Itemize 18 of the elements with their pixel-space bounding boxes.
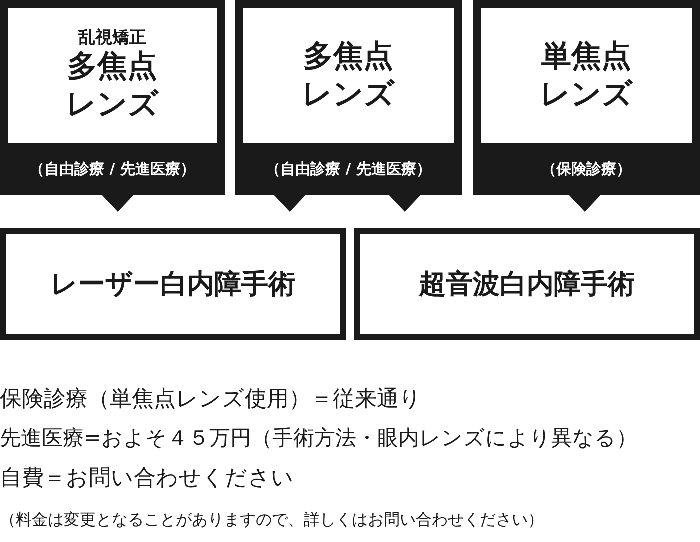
surgery-title: 超音波白内障手術	[419, 268, 635, 302]
care-type-label: （保険診療）	[542, 160, 632, 178]
note-text: （料金は変更となることがありますので、詳しくはお問い合わせください）	[0, 510, 544, 531]
lens-card	[235, 0, 462, 195]
lens-card	[0, 0, 225, 195]
surgery-box	[0, 228, 346, 340]
lens-title: 多焦点レンズ	[65, 48, 160, 124]
lens-title: 単焦点レンズ	[539, 38, 634, 113]
care-type-label: （自由診療 / 先進医療）	[266, 160, 432, 178]
surgery-box	[354, 228, 700, 340]
care-type-label: （自由診療 / 先進医療）	[30, 160, 196, 178]
lens-prefix: 乱視矯正	[78, 28, 146, 48]
note-text: 保険診療（単焦点レンズ使用）＝従来通り	[0, 386, 422, 414]
note-text: 先進医療=およそ４５万円（手術方法・眼内レンズにより異なる）	[0, 425, 638, 452]
lens-card	[473, 0, 700, 195]
surgery-title: レーザー白内障手術	[50, 268, 296, 302]
note-text: 自費＝お問い合わせください	[0, 465, 294, 493]
lens-title: 多焦点レンズ	[301, 38, 396, 113]
